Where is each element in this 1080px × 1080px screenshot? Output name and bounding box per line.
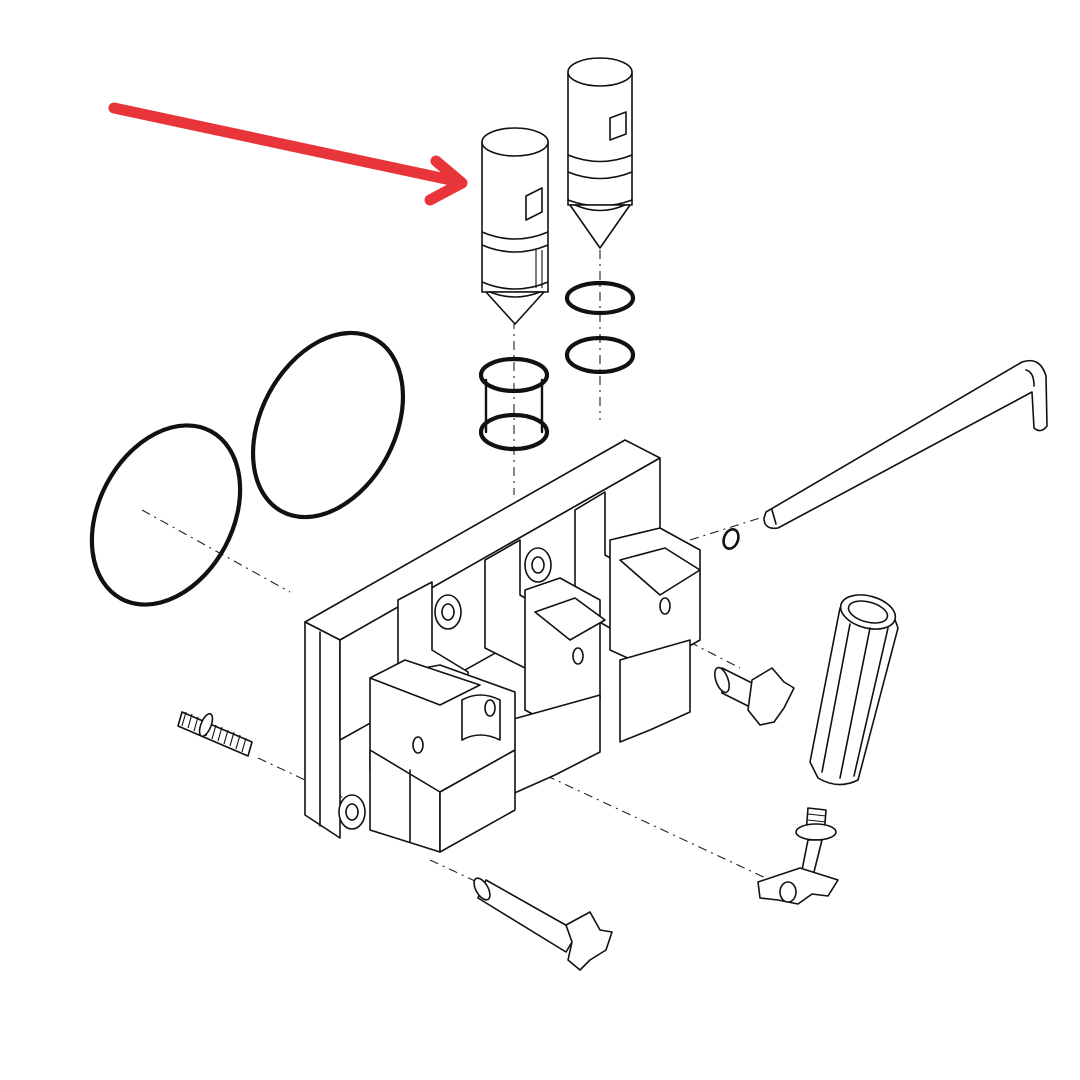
- left-nozzle-tip: [481, 127, 549, 325]
- axis-hex-key: [689, 517, 761, 541]
- star-knob-pin-side: [714, 666, 795, 726]
- large-o-ring-inner: [250, 330, 406, 520]
- highlight-arrow: [108, 102, 468, 206]
- right-upper-o-ring: [564, 280, 636, 316]
- manifold-block: [304, 439, 701, 853]
- star-knob-pin-bottom: [473, 877, 613, 971]
- back-plate-side: [304, 621, 341, 839]
- handle-grip: [809, 594, 899, 786]
- right-nozzle-slot: [609, 111, 627, 141]
- large-o-rings: [89, 330, 406, 607]
- axis-handle-assembly: [469, 739, 771, 881]
- threaded-stud: [177, 711, 253, 757]
- hex-key-wrench: [763, 359, 1048, 530]
- left-lower-o-ring: [478, 412, 550, 452]
- large-o-ring-outer: [89, 423, 243, 607]
- axis-stud: [257, 757, 349, 801]
- small-retaining-ring: [722, 528, 740, 550]
- right-lower-o-ring: [564, 335, 636, 375]
- right-nozzle-tip: [567, 57, 633, 249]
- left-nozzle-slot: [525, 187, 543, 221]
- handle-lever-assembly: [757, 807, 839, 905]
- nozzle-o-rings: [478, 280, 636, 452]
- axis-large-orings: [141, 509, 291, 593]
- left-upper-o-ring: [478, 356, 550, 394]
